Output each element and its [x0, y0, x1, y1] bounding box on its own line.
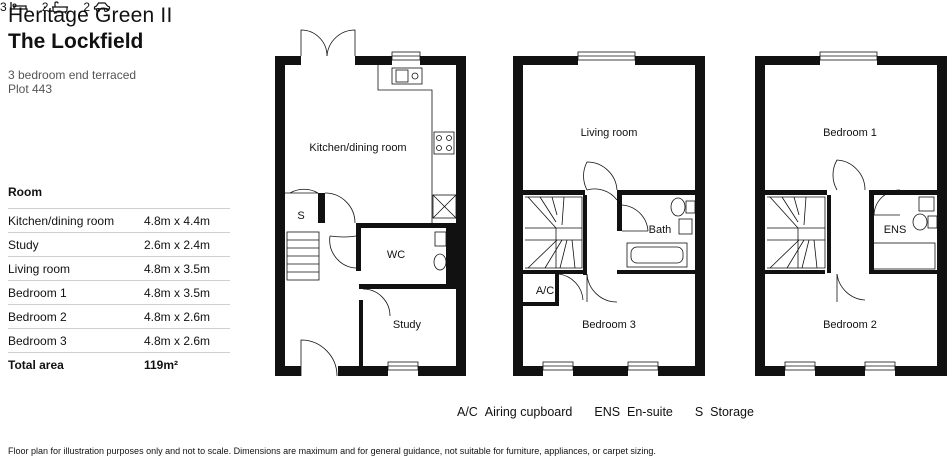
- first-walls: [513, 56, 705, 376]
- room-name: Living room: [8, 256, 144, 281]
- bed-icon: [10, 1, 28, 13]
- room-dims: 4.8m x 2.6m: [144, 304, 230, 329]
- second-walls: [755, 56, 947, 376]
- legend-code: ENS: [594, 405, 621, 419]
- room-name: Bedroom 3: [8, 328, 144, 353]
- total-label: Total area: [8, 352, 144, 376]
- legend-meaning: Airing cupboard: [484, 405, 573, 419]
- bedroom2-label: Bedroom 2: [823, 319, 877, 331]
- room-name: Bedroom 2: [8, 304, 144, 329]
- car-icon: [93, 1, 111, 13]
- room-name: Bedroom 1: [8, 280, 144, 305]
- room-dims: 4.8m x 2.6m: [144, 328, 230, 353]
- room-dims: 4.8m x 3.5m: [144, 280, 230, 305]
- legend-code: A/C: [457, 405, 478, 419]
- total-value: 119m²: [144, 352, 230, 376]
- bedrooms-count: 3: [0, 0, 7, 14]
- legend-meaning: Storage: [710, 405, 754, 419]
- table-header: Room: [8, 185, 42, 199]
- ground-walls: [275, 56, 466, 376]
- legend-meaning: En-suite: [627, 405, 673, 419]
- second-fittings: [767, 51, 938, 371]
- store-label: S: [297, 210, 304, 222]
- airing-cupboard-label: A/C: [536, 285, 554, 297]
- legend-item: ENS En-suite: [594, 405, 673, 419]
- ground-fittings: [285, 29, 457, 377]
- wc-label: WC: [387, 249, 405, 261]
- room-dims: 4.8m x 4.4m: [144, 208, 230, 233]
- bathrooms-count: 2: [41, 0, 49, 14]
- parking-count: 2: [83, 0, 91, 14]
- kitchen-label: Kitchen/dining room: [309, 142, 406, 154]
- bath-icon: [51, 0, 69, 14]
- room-name: Kitchen/dining room: [8, 208, 144, 233]
- room-dims: 4.8m x 3.5m: [144, 256, 230, 281]
- first-floor-plan: Living room Bath A/C Bedroom 3: [513, 51, 705, 376]
- living-label: Living room: [581, 127, 638, 139]
- first-fittings: [525, 51, 696, 371]
- house-stats: 3 2 2: [0, 0, 952, 14]
- bath-label: Bath: [649, 224, 672, 236]
- legend-item: A/C Airing cupboard: [457, 405, 572, 419]
- house-name: The Lockfield: [8, 30, 144, 53]
- legend: A/C Airing cupboard ENS En-suite S Stora…: [457, 405, 754, 419]
- bedrooms-stat: 3: [0, 0, 28, 14]
- house-type: 3 bedroom end terraced: [8, 68, 137, 82]
- bathrooms-stat: 2: [42, 0, 70, 14]
- development-name: Heritage Green II: [8, 4, 173, 27]
- plot-number: Plot 443: [8, 82, 53, 96]
- room-name: Study: [8, 232, 144, 257]
- bedroom3-label: Bedroom 3: [582, 319, 636, 331]
- ground-floor-plan: Kitchen/dining room S WC Study: [275, 29, 466, 377]
- floor-plans: Kitchen/dining room S WC Study: [275, 29, 947, 377]
- bedroom1-label: Bedroom 1: [823, 127, 877, 139]
- room-dims: 2.6m x 2.4m: [144, 232, 230, 257]
- ensuite-label: ENS: [884, 224, 907, 236]
- second-floor-plan: Bedroom 1 ENS Bedroom 2: [755, 51, 947, 376]
- disclaimer: Floor plan for illustration purposes onl…: [8, 446, 656, 456]
- parking-stat: 2: [83, 0, 111, 14]
- study-label: Study: [393, 319, 422, 331]
- legend-item: S Storage: [695, 405, 754, 419]
- legend-code: S: [694, 405, 704, 419]
